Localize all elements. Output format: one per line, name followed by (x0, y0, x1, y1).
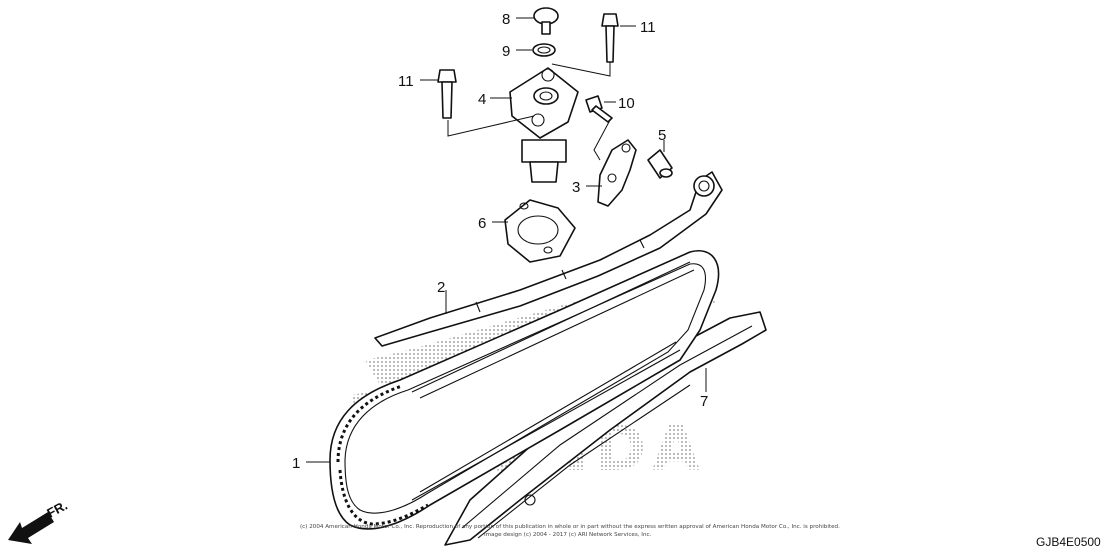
part-11-flange-bolt-right (601, 13, 619, 63)
callout-3: 3 (572, 179, 580, 196)
part-9-o-ring (532, 43, 556, 57)
callout-5: 5 (658, 127, 666, 144)
callout-11-right: 11 (640, 19, 656, 36)
part-3-plate (597, 139, 637, 207)
direction-arrow-icon (8, 512, 54, 544)
diagram-code: GJB4E0500 (1036, 535, 1101, 549)
callout-8: 8 (502, 11, 510, 28)
callout-7: 7 (700, 393, 708, 410)
copyright-line-1: (c) 2004 American Honda Motor Co., Inc. … (300, 524, 840, 530)
callout-11-left: 11 (398, 73, 414, 90)
copyright-line-2: Image design (c) 2004 - 2017 (c) ARI Net… (484, 532, 652, 538)
callout-6: 6 (478, 215, 486, 232)
callout-9: 9 (502, 43, 510, 60)
callout-labels: 1 2 3 4 5 6 7 8 9 10 11 11 (292, 11, 708, 472)
part-5-pin (647, 149, 673, 179)
part-7-chain-guide (444, 311, 767, 546)
part-11-flange-bolt-left (437, 69, 457, 119)
part-1-cam-chain (329, 250, 720, 530)
part-4-tensioner-lifter (509, 67, 579, 183)
leader-lines (306, 17, 707, 463)
callout-4: 4 (478, 91, 486, 108)
part-8-sealing-bolt (533, 7, 559, 35)
callout-10: 10 (618, 95, 635, 112)
part-10-bolt (585, 95, 613, 123)
part-2-tensioner-arm (374, 171, 723, 347)
callout-2: 2 (437, 279, 445, 296)
front-direction-arrow: FR. (8, 498, 70, 544)
callout-1: 1 (292, 455, 300, 472)
part-6-gasket (504, 199, 576, 263)
